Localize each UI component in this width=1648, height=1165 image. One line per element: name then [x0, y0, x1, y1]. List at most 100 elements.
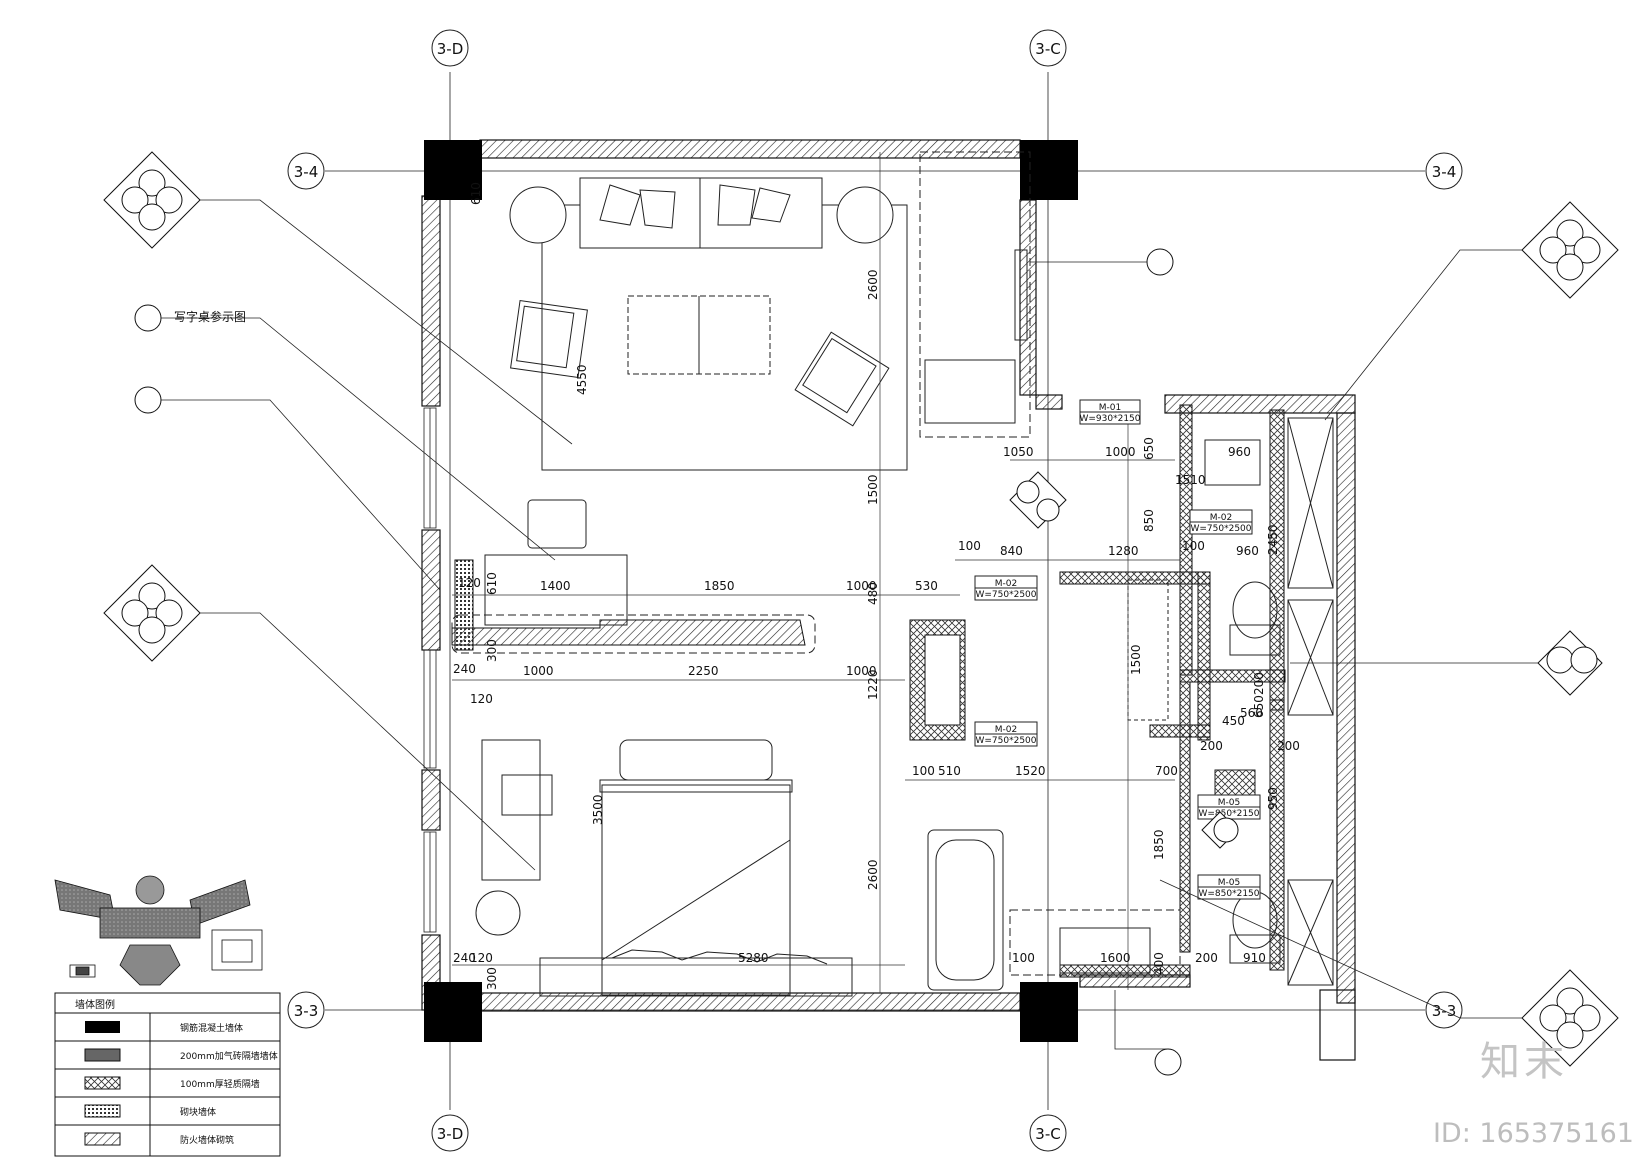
svg-text:3500: 3500 [591, 794, 605, 825]
svg-text:M-05: M-05 [1218, 798, 1240, 808]
svg-text:200: 200 [1277, 739, 1300, 753]
svg-text:1280: 1280 [1108, 544, 1139, 558]
svg-text:W=930*2150: W=930*2150 [1079, 414, 1140, 424]
door-tag-m01: M-01 W=930*2150 [1079, 399, 1141, 425]
svg-text:200: 200 [1252, 672, 1266, 695]
watermark-logo: 知末 [1480, 1039, 1568, 1085]
svg-text:3-D: 3-D [437, 40, 464, 58]
svg-text:1500: 1500 [1129, 644, 1143, 675]
svg-text:100: 100 [1182, 539, 1205, 553]
svg-text:M-01: M-01 [1099, 403, 1121, 413]
axis-bubble-right-34: 3-4 [1425, 152, 1463, 190]
svg-text:W=850*2150: W=850*2150 [1198, 889, 1259, 899]
svg-text:2600: 2600 [866, 859, 880, 890]
axis-bubble-top-3D: 3-D [431, 29, 469, 67]
svg-text:5280: 5280 [738, 951, 769, 965]
elevation-index-symbols [103, 151, 1619, 1076]
legend-item: 砌块墙体 [180, 1106, 216, 1118]
bathroom-fixtures [927, 417, 1334, 991]
svg-text:1050: 1050 [1003, 445, 1034, 459]
dimension-lines [452, 152, 1180, 993]
svg-text:120: 120 [470, 951, 493, 965]
dimension-texts: 610 4550 2600 1500 1400 1850 1000 530 48… [453, 182, 1300, 990]
living-furniture [484, 177, 1028, 626]
svg-text:3-D: 3-D [437, 1125, 464, 1143]
axis-bubble-bottom-3D: 3-D [431, 1114, 469, 1152]
door-tag-m02b: M-02 W=750*2500 [974, 575, 1038, 601]
svg-text:1400: 1400 [540, 579, 571, 593]
svg-text:1500: 1500 [866, 474, 880, 505]
svg-text:3-3: 3-3 [294, 1002, 319, 1020]
svg-text:910: 910 [1243, 951, 1266, 965]
svg-text:240: 240 [453, 662, 476, 676]
structural-columns [424, 140, 1078, 1042]
door-tag-m02a: M-02 W=750*2500 [1189, 509, 1253, 535]
svg-text:3-C: 3-C [1035, 1125, 1060, 1143]
svg-text:1850: 1850 [704, 579, 735, 593]
svg-text:300: 300 [485, 967, 499, 990]
svg-text:610: 610 [485, 572, 499, 595]
svg-text:1220: 1220 [866, 669, 880, 700]
svg-text:650: 650 [1252, 695, 1266, 718]
note-label: 写字桌参示图 [174, 309, 246, 324]
svg-text:1000: 1000 [846, 664, 877, 678]
watermark-id: ID: 165375161 [1432, 1118, 1634, 1149]
svg-text:1000: 1000 [846, 579, 877, 593]
axis-bubble-left-34: 3-4 [287, 152, 325, 190]
svg-text:200: 200 [1195, 951, 1218, 965]
legend-item: 200mm加气砖隔墙墙体 [180, 1050, 278, 1062]
svg-text:960: 960 [1228, 445, 1251, 459]
partition-wall [451, 559, 816, 654]
door-tag-m05a: M-05 W=850*2150 [1197, 794, 1261, 820]
svg-text:610: 610 [469, 182, 483, 205]
svg-text:100: 100 [912, 764, 935, 778]
svg-text:M-05: M-05 [1218, 878, 1240, 888]
svg-text:4550: 4550 [575, 364, 589, 395]
svg-text:M-02: M-02 [995, 725, 1017, 735]
svg-text:3-C: 3-C [1035, 40, 1060, 58]
legend-title: 墙体图例 [75, 998, 115, 1011]
svg-text:400: 400 [1152, 952, 1166, 975]
svg-text:480: 480 [866, 582, 880, 605]
svg-text:W=750*2500: W=750*2500 [975, 590, 1036, 600]
svg-text:240: 240 [453, 951, 476, 965]
key-plan [54, 875, 263, 986]
svg-text:560: 560 [1240, 706, 1263, 720]
svg-text:2250: 2250 [688, 664, 719, 678]
svg-text:530: 530 [915, 579, 938, 593]
svg-text:3-4: 3-4 [1432, 163, 1457, 181]
svg-text:W=850*2150: W=850*2150 [1198, 809, 1259, 819]
svg-text:960: 960 [1236, 544, 1259, 558]
axis-bubble-right-33: 3-3 [1425, 991, 1463, 1029]
svg-text:850: 850 [1142, 509, 1156, 532]
svg-text:510: 510 [938, 764, 961, 778]
axis-bubble-top-3C: 3-C [1029, 29, 1067, 67]
legend-item: 钢筋混凝土墙体 [180, 1022, 243, 1034]
svg-text:W=750*2500: W=750*2500 [975, 736, 1036, 746]
door-tag-m05b: M-05 W=850*2150 [1197, 874, 1261, 900]
svg-text:950: 950 [1266, 787, 1280, 810]
door-tag-m02c: M-02 W=750*2500 [974, 721, 1038, 747]
wardrobe-outline [919, 151, 1031, 438]
svg-text:1510: 1510 [1175, 473, 1206, 487]
svg-text:1000: 1000 [523, 664, 554, 678]
svg-text:200: 200 [1200, 739, 1223, 753]
svg-text:300: 300 [485, 639, 499, 662]
svg-text:120: 120 [458, 576, 481, 590]
svg-text:3-4: 3-4 [294, 163, 319, 181]
axis-bubble-left-33: 3-3 [287, 991, 325, 1029]
svg-text:450: 450 [1222, 714, 1245, 728]
svg-text:1520: 1520 [1015, 764, 1046, 778]
bathroom-walls [909, 404, 1286, 978]
svg-text:100: 100 [958, 539, 981, 553]
legend-item: 100mm厚轻质隔墙 [180, 1078, 260, 1090]
svg-text:100: 100 [1012, 951, 1035, 965]
svg-text:1600: 1600 [1100, 951, 1131, 965]
exterior-walls [421, 139, 1356, 1061]
svg-text:650: 650 [1142, 437, 1156, 460]
windows [423, 407, 437, 933]
svg-text:2450: 2450 [1266, 524, 1280, 555]
svg-text:M-02: M-02 [995, 579, 1017, 589]
svg-text:840: 840 [1000, 544, 1023, 558]
